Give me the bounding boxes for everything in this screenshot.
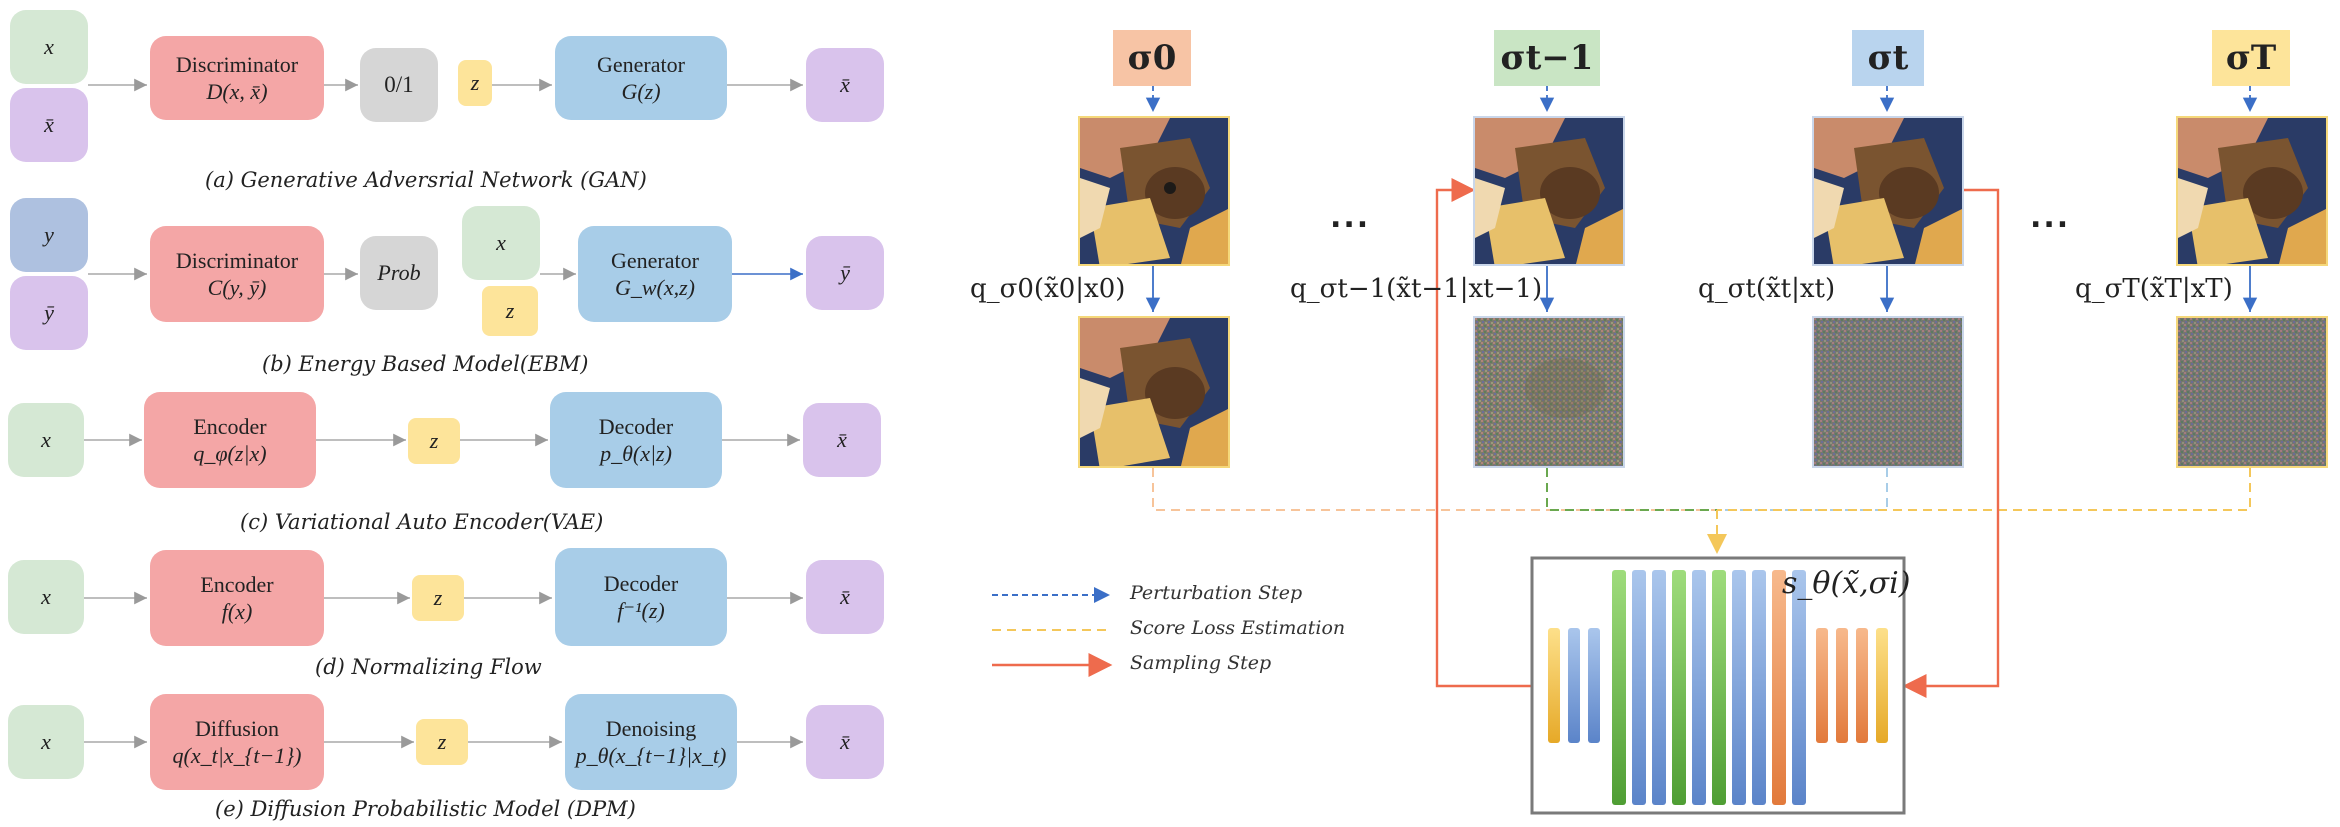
vae-output-xbar: x̄ <box>803 403 881 477</box>
ebm-ybar-input: ȳ <box>10 276 88 350</box>
ebm-gen-formula: G_w(x,z) <box>614 275 696 300</box>
legend-sampling: Sampling Step <box>1130 652 1272 674</box>
score-network-label: s_θ(x̃,σi) <box>1782 566 1911 601</box>
noise-image-icon <box>1475 318 1623 466</box>
vae-enc-formula: q_φ(z|x) <box>193 441 267 466</box>
flow-decoder: Decoder f⁻¹(z) <box>555 548 727 646</box>
gan-output-xbar: x̄ <box>806 48 884 122</box>
noisy-image-t-minus-1 <box>1473 316 1625 468</box>
ellipsis-2: ... <box>2030 200 2071 235</box>
q-label-t: q_σt(x̃t|xt) <box>1698 274 1836 304</box>
cat-image-icon <box>1475 118 1623 264</box>
ebm-gen-title: Generator <box>611 247 699 273</box>
ebm-output-prob: Prob <box>360 236 438 310</box>
ebm-x-input: x <box>462 206 540 280</box>
vae-caption: (c) Variational Auto Encoder(VAE) <box>240 510 604 534</box>
clean-image-T <box>2176 116 2328 266</box>
gan-caption: (a) Generative Adversrial Network (GAN) <box>205 168 647 192</box>
gan-disc-formula: D(x, x̄) <box>206 79 268 104</box>
gan-gen-formula: G(z) <box>621 79 661 104</box>
sigma-t-box: σt <box>1852 30 1924 86</box>
legend-score-loss: Score Loss Estimation <box>1130 617 1346 639</box>
dpm-diff-title: Diffusion <box>195 715 279 741</box>
flow-caption: (d) Normalizing Flow <box>315 655 542 679</box>
gan-generator: Generator G(z) <box>555 36 727 120</box>
dpm-x-input: x <box>8 705 84 779</box>
ebm-disc-title: Discriminator <box>175 247 299 273</box>
ebm-output-ybar: ȳ <box>806 236 884 310</box>
dpm-diff-formula: q(x_t|x_{t−1}) <box>172 743 302 768</box>
vae-enc-title: Encoder <box>193 413 267 439</box>
clean-image-t-minus-1 <box>1473 116 1625 266</box>
q-label-T: q_σT(x̃T|xT) <box>2075 274 2233 304</box>
sigma-0-box: σ0 <box>1113 30 1191 86</box>
vae-dec-title: Decoder <box>598 413 674 439</box>
gan-disc-title: Discriminator <box>175 51 299 77</box>
noise-image-icon <box>1814 318 1962 466</box>
ebm-disc-formula: C(y, ȳ) <box>207 275 267 300</box>
perturbed-image-0 <box>1078 316 1230 468</box>
flow-encoder: Encoder f(x) <box>150 550 324 646</box>
ebm-caption: (b) Energy Based Model(EBM) <box>262 352 589 376</box>
dpm-z-latent: z <box>416 719 468 765</box>
dpm-denoising: Denoising p_θ(x_{t−1}|x_t) <box>565 694 737 790</box>
flow-dec-title: Decoder <box>603 570 679 596</box>
dpm-den-formula: p_θ(x_{t−1}|x_t) <box>575 743 727 768</box>
ebm-discriminator: Discriminator C(y, ȳ) <box>150 226 324 322</box>
cat-image-icon <box>1814 118 1962 264</box>
sigma-T-box: σT <box>2212 30 2290 86</box>
flow-x-input: x <box>8 560 84 634</box>
ebm-z-noise: z <box>482 286 538 336</box>
vae-decoder: Decoder p_θ(x|z) <box>550 392 722 488</box>
ellipsis-1: ... <box>1330 200 1371 235</box>
q-label-t-minus-1: q_σt−1(x̃t−1|xt−1) <box>1290 274 1543 304</box>
vae-dec-formula: p_θ(x|z) <box>600 441 672 466</box>
vae-encoder: Encoder q_φ(z|x) <box>144 392 316 488</box>
clean-image-t <box>1812 116 1964 266</box>
gan-gen-title: Generator <box>597 51 685 77</box>
legend-perturbation: Perturbation Step <box>1130 582 1303 604</box>
cat-image-icon <box>1080 318 1228 466</box>
ebm-generator: Generator G_w(x,z) <box>578 226 732 322</box>
gan-xbar-input: x̄ <box>10 88 88 162</box>
gan-z-noise: z <box>458 60 492 106</box>
flow-output-xbar: x̄ <box>806 560 884 634</box>
gan-discriminator: Discriminator D(x, x̄) <box>150 36 324 120</box>
flow-enc-title: Encoder <box>200 571 274 597</box>
gan-output-binary: 0/1 <box>360 48 438 122</box>
flow-z-latent: z <box>412 575 464 621</box>
dpm-caption: (e) Diffusion Probabilistic Model (DPM) <box>215 797 636 821</box>
dpm-output-xbar: x̄ <box>806 705 884 779</box>
noisy-image-T <box>2176 316 2328 468</box>
clean-image-0 <box>1078 116 1230 266</box>
vae-x-input: x <box>8 403 84 477</box>
sigma-t-minus-1-box: σt−1 <box>1494 30 1600 86</box>
gan-x-input: x <box>10 10 88 84</box>
vae-z-latent: z <box>408 418 460 464</box>
flow-dec-formula: f⁻¹(z) <box>617 598 665 623</box>
ebm-y-input: y <box>10 198 88 272</box>
dpm-diffusion: Diffusion q(x_t|x_{t−1}) <box>150 694 324 790</box>
noise-image-icon <box>2178 318 2326 466</box>
dpm-den-title: Denoising <box>605 715 697 741</box>
cat-image-icon <box>2178 118 2326 264</box>
cat-image-icon <box>1080 118 1228 264</box>
q-label-0: q_σ0(x̃0|x0) <box>970 274 1126 304</box>
noisy-image-t <box>1812 316 1964 468</box>
flow-enc-formula: f(x) <box>221 599 253 624</box>
